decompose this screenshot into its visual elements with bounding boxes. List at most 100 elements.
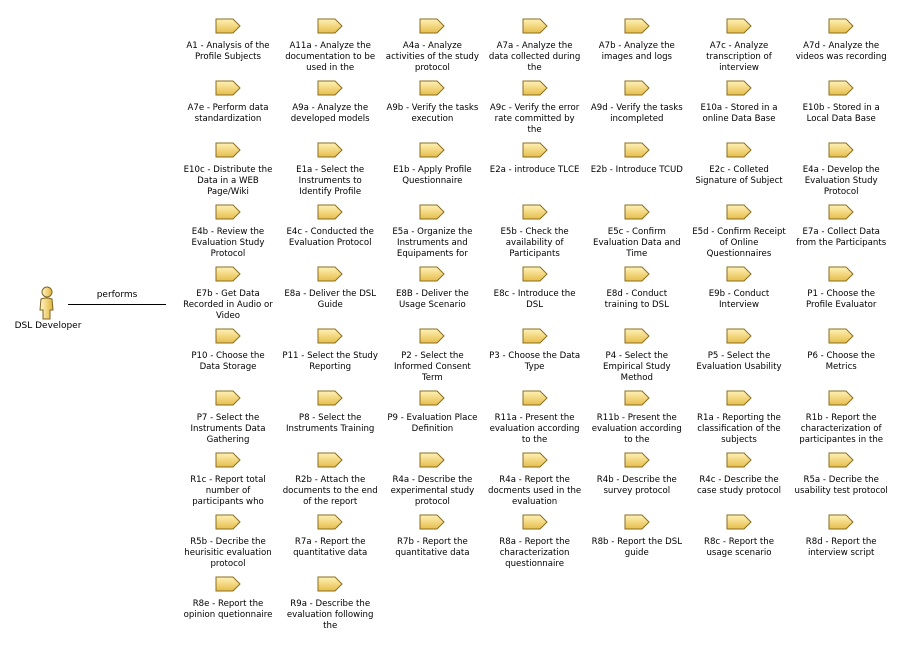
task-item[interactable]: R9a - Describe the evaluation following … [282, 576, 378, 638]
task-label: E9b - Conduct Interview [708, 289, 770, 310]
task-item[interactable]: E5c - Confirm Evaluation Data and Time [589, 204, 685, 266]
actor-name: DSL Developer [14, 321, 82, 331]
task-icon [828, 80, 854, 96]
task-item[interactable]: R7a - Report the quantitative data [282, 514, 378, 576]
task-icon [828, 452, 854, 468]
task-item[interactable]: E7a - Collect Data from the Participants [793, 204, 889, 266]
task-item[interactable]: R4a - Describe the experimental study pr… [384, 452, 480, 514]
task-item[interactable]: A7a - Analyze the data collected during … [487, 18, 583, 80]
task-item[interactable]: P2 - Select the Informed Consent Term [384, 328, 480, 390]
task-item[interactable]: A9b - Verify the tasks execution [384, 80, 480, 142]
task-item[interactable]: R8d - Report the interview script [793, 514, 889, 576]
task-item[interactable]: R11a - Present the evaluation according … [487, 390, 583, 452]
task-item[interactable]: E5d - Confirm Receipt of Online Question… [691, 204, 787, 266]
task-icon [215, 328, 241, 344]
task-item[interactable]: E10a - Stored in a online Data Base [691, 80, 787, 142]
task-item[interactable]: E5b - Check the availability of Particip… [487, 204, 583, 266]
task-item[interactable]: P10 - Choose the Data Storage [180, 328, 276, 390]
task-item[interactable]: R1b - Report the characterization of par… [793, 390, 889, 452]
task-item[interactable]: P8 - Select the Instruments Training [282, 390, 378, 452]
task-label: E2b - Introduce TCUD [590, 165, 683, 175]
task-item[interactable]: E1b - Apply Profile Questionnaire [384, 142, 480, 204]
task-item[interactable]: E8c - Introduce the DSL [487, 266, 583, 328]
task-item[interactable]: A7b - Analyze the images and logs [589, 18, 685, 80]
task-label: R4a - Report the docments used in the ev… [487, 475, 582, 507]
task-item[interactable]: P3 - Choose the Data Type [487, 328, 583, 390]
task-item[interactable]: R7b - Report the quantitative data [384, 514, 480, 576]
task-label: E10b - Stored in a Local Data Base [802, 103, 880, 124]
task-icon [726, 18, 752, 34]
task-item[interactable]: E5a - Organize the Instruments and Equip… [384, 204, 480, 266]
task-icon [215, 80, 241, 96]
task-item[interactable]: A9d - Verify the tasks incompleted [589, 80, 685, 142]
task-item[interactable]: R8e - Report the opinion quetionnaire [180, 576, 276, 638]
task-item[interactable]: E4b - Review the Evaluation Study Protoc… [180, 204, 276, 266]
actor-icon [39, 286, 54, 320]
task-item[interactable]: P1 - Choose the Profile Evaluator [793, 266, 889, 328]
task-item[interactable]: E8a - Deliver the DSL Guide [282, 266, 378, 328]
task-label: E1b - Apply Profile Questionnaire [393, 165, 472, 186]
task-item[interactable]: A7d - Analyze the videos was recording [793, 18, 889, 80]
task-item[interactable]: E4a - Develop the Evaluation Study Proto… [793, 142, 889, 204]
task-label: R4c - Describe the case study protocol [696, 475, 782, 496]
task-icon [419, 142, 446, 158]
task-item[interactable]: P4 - Select the Empirical Study Method [589, 328, 685, 390]
task-item[interactable]: E8B - Deliver the Usage Scenario [384, 266, 480, 328]
task-label: R8d - Report the interview script [805, 537, 877, 558]
task-icon [726, 328, 752, 344]
task-label: E8d - Conduct training to DSL [604, 289, 669, 310]
task-item[interactable]: P5 - Select the Evaluation Usability [691, 328, 787, 390]
task-icon [522, 328, 548, 344]
task-label: R9a - Describe the evaluation following … [286, 599, 374, 631]
task-icon [522, 18, 548, 34]
task-item[interactable]: E7b - Get Data Recorded in Audio or Vide… [180, 266, 276, 328]
task-item[interactable]: R8a - Report the characterization questi… [487, 514, 583, 576]
task-item[interactable]: P6 - Choose the Metrics [793, 328, 889, 390]
task-item[interactable]: R2b - Attach the documents to the end of… [282, 452, 378, 514]
task-item[interactable]: R5b - Decribe the heurisitic evaluation … [180, 514, 276, 576]
task-item[interactable]: R5a - Decribe the usability test protoco… [793, 452, 889, 514]
task-icon [726, 266, 752, 282]
task-item[interactable]: E2a - introduce TLCE [487, 142, 583, 204]
task-icon [215, 18, 241, 34]
task-item[interactable]: R1c - Report total number of participant… [180, 452, 276, 514]
association-label: performs [96, 290, 138, 300]
task-icon [828, 266, 854, 282]
task-item[interactable]: R1a - Reporting the classification of th… [691, 390, 787, 452]
task-item[interactable]: A11a - Analyze the documentation to be u… [282, 18, 378, 80]
task-item[interactable]: E4c - Conducted the Evaluation Protocol [282, 204, 378, 266]
task-icon [419, 204, 446, 220]
task-item[interactable]: A9c - Verify the error rate committed by… [487, 80, 583, 142]
task-item[interactable]: R8c - Report the usage scenario [691, 514, 787, 576]
task-item[interactable]: A7c - Analyze transcription of interview [691, 18, 787, 80]
task-item[interactable]: E8d - Conduct training to DSL [589, 266, 685, 328]
task-item[interactable]: A1 - Analysis of the Profile Subjects [180, 18, 276, 80]
task-icon [522, 266, 548, 282]
task-item[interactable]: A7e - Perform data standardization [180, 80, 276, 142]
task-item[interactable]: P11 - Select the Study Reporting [282, 328, 378, 390]
task-item[interactable]: E2c - Colleted Signature of Subject [691, 142, 787, 204]
task-item[interactable]: P7 - Select the Instruments Data Gatheri… [180, 390, 276, 452]
task-icon [419, 266, 446, 282]
task-item[interactable]: R11b - Present the evaluation according … [589, 390, 685, 452]
task-item[interactable]: R8b - Report the DSL guide [589, 514, 685, 576]
task-label: R11b - Present the evaluation according … [591, 413, 682, 445]
task-icon [624, 452, 650, 468]
task-item[interactable]: R4c - Describe the case study protocol [691, 452, 787, 514]
task-item[interactable]: P9 - Evaluation Place Definition [384, 390, 480, 452]
task-item[interactable]: A9a - Analyze the developed models [282, 80, 378, 142]
task-item[interactable]: E2b - Introduce TCUD [589, 142, 685, 204]
task-item[interactable]: R4a - Report the docments used in the ev… [487, 452, 583, 514]
task-label: P10 - Choose the Data Storage [191, 351, 265, 372]
task-icon [419, 514, 446, 530]
task-item[interactable]: A4a - Analyze activities of the study pr… [384, 18, 480, 80]
task-label: E4a - Develop the Evaluation Study Proto… [802, 165, 880, 197]
task-item[interactable]: E1a - Select the Instruments to Identify… [282, 142, 378, 204]
task-item[interactable]: E10b - Stored in a Local Data Base [793, 80, 889, 142]
task-label: E4b - Review the Evaluation Study Protoc… [191, 227, 265, 259]
task-item[interactable]: E9b - Conduct Interview [691, 266, 787, 328]
task-item[interactable]: R4b - Describe the survey protocol [589, 452, 685, 514]
task-icon [828, 204, 854, 220]
task-label: P6 - Choose the Metrics [807, 351, 876, 372]
task-item[interactable]: E10c - Distribute the Data in a WEB Page… [180, 142, 276, 204]
